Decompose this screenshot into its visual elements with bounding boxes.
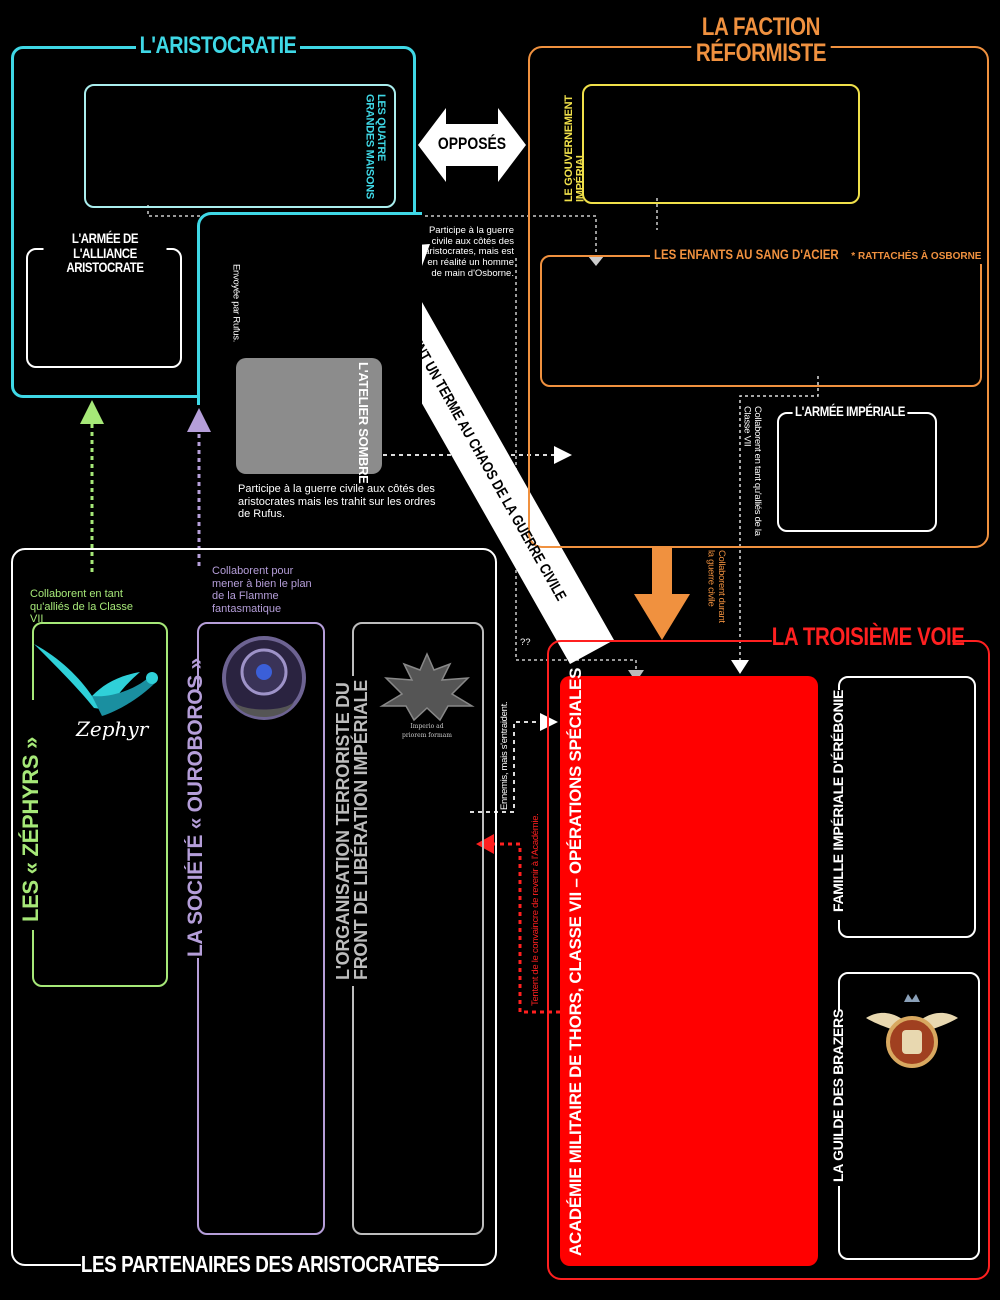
arrowhead-ennemis bbox=[540, 713, 558, 731]
enfants-box bbox=[540, 255, 982, 387]
zephyrs-note: Collaborent en tant qu'alliés de la Clas… bbox=[30, 588, 133, 626]
zephyr-bird-body bbox=[92, 678, 156, 716]
famille-label: FAMILLE IMPÉRIALE D'ÉRÉBONIE bbox=[830, 689, 846, 912]
arrowhead-enfants bbox=[588, 256, 604, 266]
reformiste-title: LA FACTION RÉFORMISTE bbox=[691, 13, 831, 68]
zephyr-bird-head bbox=[146, 672, 158, 684]
zephyr-logo-text: Zephyr bbox=[75, 717, 150, 741]
arrowhead-tentent bbox=[476, 834, 494, 854]
guilde-wings bbox=[866, 1012, 958, 1032]
liberation-label: L'ORGANISATION TERRORISTE DU FRONT DE LI… bbox=[333, 680, 371, 980]
ouroboros-gem bbox=[256, 664, 272, 680]
gouvernement-box bbox=[582, 84, 860, 204]
opposes-label: OPPOSÉS bbox=[437, 134, 507, 153]
guilde-logo bbox=[866, 994, 958, 1068]
guilde-label: LA GUILDE DES BRAZERS bbox=[830, 1009, 846, 1182]
gouvernement-label: LE GOUVERNEMENT IMPÉRIAL bbox=[563, 95, 587, 202]
arrowhead-academie-right bbox=[731, 660, 749, 674]
famille-label-bg bbox=[826, 690, 856, 920]
guilde-fist bbox=[902, 1030, 922, 1054]
armee-alliance-title: L'ARMÉE DE L'ALLIANCE ARISTOCRATE bbox=[43, 231, 167, 276]
zephyrs-logo: Zephyr bbox=[34, 644, 158, 741]
reformiste-title-line2: RÉFORMISTE bbox=[695, 39, 827, 68]
reformiste-arrow-head bbox=[634, 594, 690, 640]
guilde-label-bg bbox=[826, 1010, 856, 1186]
note-tentent: Tentent de le convaincre de revenir à l'… bbox=[530, 813, 541, 1006]
arrowhead-reformiste bbox=[554, 446, 572, 464]
partenaires-title: LES PARTENAIRES DES ARISTOCRATES bbox=[80, 1251, 440, 1277]
connector-ennemis bbox=[470, 721, 540, 813]
connector-armee-academie-line bbox=[739, 376, 819, 660]
note-enfants-participe: Participe à la guerre civile aux côtés d… bbox=[424, 225, 514, 279]
liberation-emblem bbox=[379, 652, 475, 722]
note-armee-collaborent: Collaborent en tant qu'alliés de la Clas… bbox=[741, 406, 763, 536]
liberation-label-line2: FRONT DE LIBÉRATION IMPÉRIALE bbox=[351, 680, 371, 980]
reformiste-title-line1: LA FACTION bbox=[701, 13, 821, 41]
atelier-envoyee: Envoyée par Rufus. bbox=[230, 264, 242, 343]
liberation-label-line1: L'ORGANISATION TERRORISTE DU bbox=[333, 682, 353, 980]
note-reformiste-collaborent: Collaborent durant la guerre civile bbox=[705, 550, 727, 623]
enfants-title: LES ENFANTS AU SANG D'ACIER * RATTACHÉS À… bbox=[650, 246, 986, 264]
famille-box bbox=[838, 676, 976, 938]
troisieme-title: LA TROISIÈME VOIE bbox=[771, 623, 965, 651]
enfants-note: * RATTACHÉS À OSBORNE bbox=[851, 251, 982, 262]
guilde-crown bbox=[904, 994, 920, 1002]
liberation-motto-2: priorem formam bbox=[402, 732, 452, 739]
note-question: ?? bbox=[520, 637, 531, 648]
ouroboros-label: LA SOCIÉTÉ « OUROBOROS » bbox=[184, 658, 207, 957]
reformiste-arrow-shaft bbox=[652, 548, 672, 596]
ouroboros-serpent bbox=[234, 702, 294, 717]
liberation-motto-1: Imperio ad bbox=[410, 723, 443, 730]
connector-tentent bbox=[494, 842, 560, 1014]
grandes-maisons-label: LES QUATRE GRANDES MAISONS bbox=[363, 94, 387, 199]
armee-imperiale-box bbox=[777, 412, 937, 532]
arrowhead-ouroboros bbox=[187, 408, 211, 432]
liberation-logo: Imperio ad priorem formam bbox=[379, 652, 475, 739]
atelier-note: Participe à la guerre civile aux côtés d… bbox=[238, 483, 436, 521]
academie-label: ACADÉMIE MILITAIRE DE THORS, CLASSE VII … bbox=[566, 667, 585, 1256]
liberation-label-bg bbox=[338, 676, 380, 986]
grandes-maisons-box bbox=[84, 84, 396, 208]
armee-imperiale-title: L'ARMÉE IMPÉRIALE bbox=[792, 404, 908, 419]
atelier-box bbox=[236, 358, 382, 474]
zephyrs-label-bg bbox=[20, 700, 50, 930]
ouroboros-label-bg bbox=[185, 690, 215, 958]
aristocratie-title: L'ARISTOCRATIE bbox=[136, 33, 300, 58]
troisieme-frame bbox=[547, 640, 990, 1280]
ouroboros-note: Collaborent pour mener à bien le plan de… bbox=[212, 565, 312, 615]
academie-box bbox=[560, 676, 818, 1266]
enfants-label: LES ENFANTS AU SANG D'ACIER bbox=[654, 246, 839, 262]
note-ennemis: Ennemis, mais s'entraident. bbox=[499, 701, 510, 810]
arrowhead-zephyrs bbox=[80, 400, 104, 424]
opposes-double-arrow bbox=[418, 108, 526, 182]
ouroboros-logo bbox=[222, 636, 306, 720]
atelier-label: L'ATELIER SOMBRE bbox=[356, 362, 371, 484]
zephyr-bird-wing bbox=[34, 644, 140, 710]
